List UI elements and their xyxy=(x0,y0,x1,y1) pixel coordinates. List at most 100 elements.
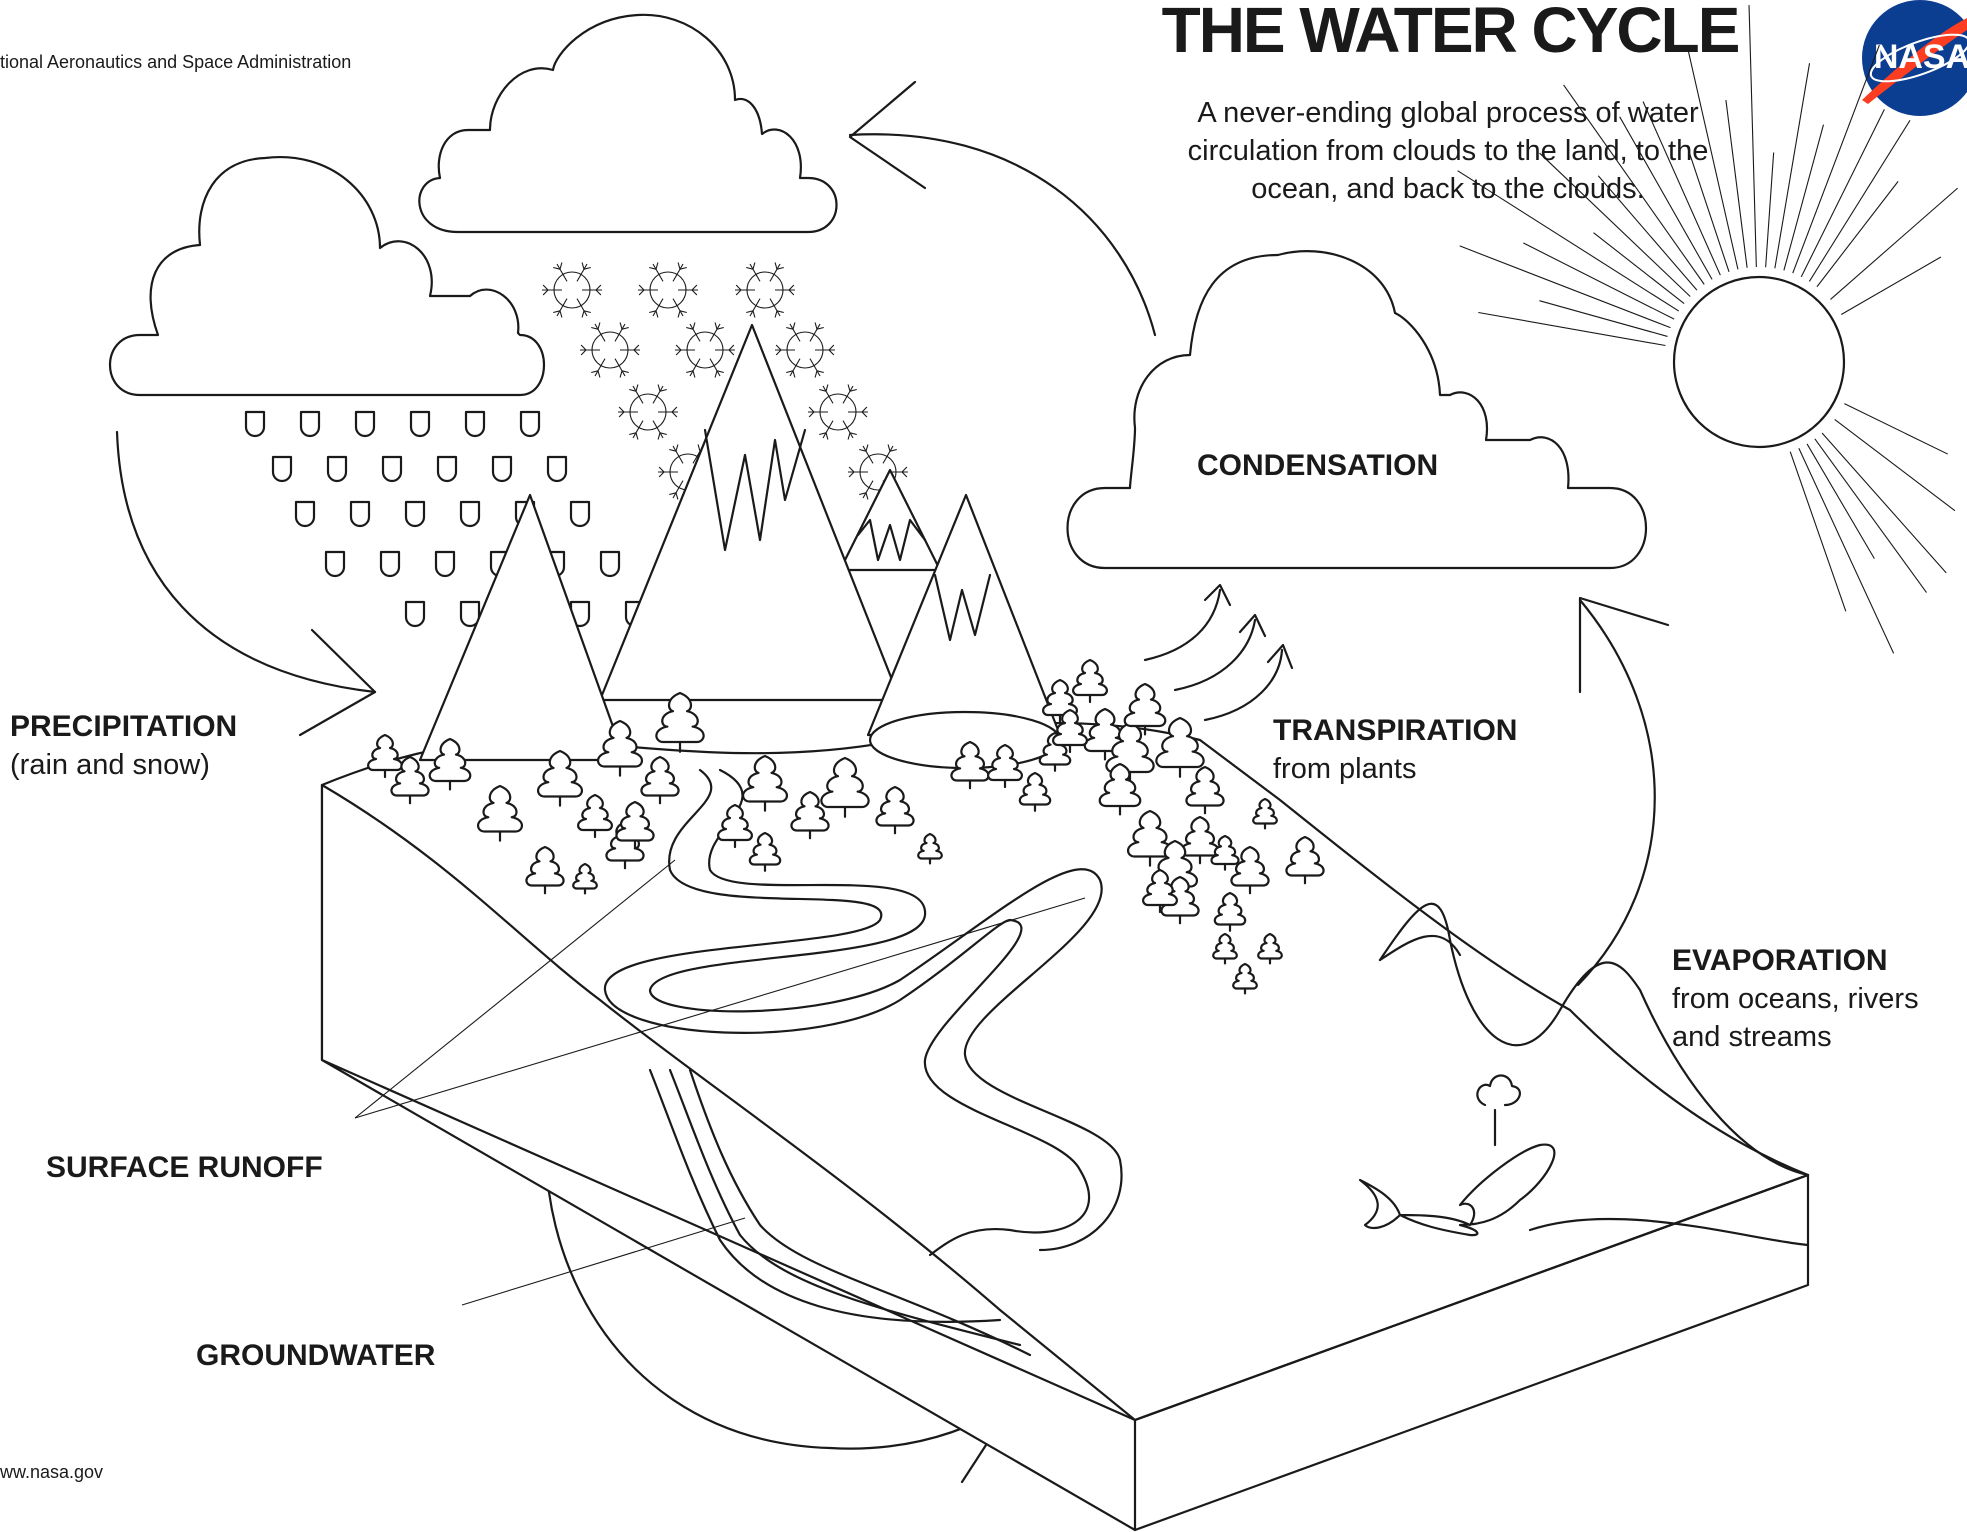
snowflake-branch xyxy=(788,284,795,291)
tree xyxy=(917,832,943,865)
raindrop xyxy=(271,455,293,483)
snowflake-branch xyxy=(657,384,661,392)
sun-ray xyxy=(1814,438,1927,593)
tree xyxy=(1098,762,1142,816)
snowflake-arm xyxy=(672,480,684,499)
snowflake-branch xyxy=(735,284,742,291)
tree xyxy=(596,719,644,777)
snowflake-branch xyxy=(776,266,784,270)
sun-ray xyxy=(1806,443,1875,559)
arc-right-arrow xyxy=(1576,598,1656,987)
snowflake-arm xyxy=(749,298,761,317)
raindrop xyxy=(409,410,431,438)
arc-left-arrow xyxy=(115,430,377,694)
snowflake-arm xyxy=(556,263,568,282)
snowflake-branch xyxy=(580,344,587,351)
sun-ray xyxy=(1800,109,1885,278)
sun-ray xyxy=(1457,170,1680,312)
label-precipitation-title: PRECIPITATION xyxy=(10,710,237,743)
sun-ray xyxy=(1686,145,1730,273)
snowflake-branch xyxy=(901,466,908,473)
tree xyxy=(655,691,705,753)
groundwater-stream-3 xyxy=(688,1068,1032,1357)
snowflake-branch xyxy=(559,262,563,270)
snowflake-branch xyxy=(746,266,754,270)
mountain-right-snow xyxy=(933,573,992,642)
snowflake-branch xyxy=(597,370,601,378)
snowflake-branch xyxy=(595,289,602,296)
arrowhead-left xyxy=(298,628,377,737)
snowflake-branch xyxy=(583,266,591,270)
nasa-logo-text: NASA xyxy=(1874,38,1967,76)
tree xyxy=(572,862,598,895)
snowflake-branch xyxy=(629,388,637,392)
tree xyxy=(640,755,680,805)
snowflake-branch xyxy=(775,344,782,351)
sun-ray xyxy=(1840,256,1942,315)
snowflake-branch xyxy=(581,262,585,270)
groundwater-stream-1 xyxy=(648,1068,1002,1323)
label-precipitation: PRECIPITATION (rain and snow) xyxy=(10,710,237,781)
snowflake-branch xyxy=(655,262,659,270)
tree-crown xyxy=(1072,658,1108,697)
whale-body xyxy=(1358,1143,1556,1237)
subtitle-line: A never-ending global process of water xyxy=(1197,97,1699,129)
snowflake-branch xyxy=(659,432,667,436)
snowflake-branch xyxy=(828,344,835,351)
snowflake-branch xyxy=(775,349,782,356)
snowflake-branch xyxy=(591,326,599,330)
raindrop xyxy=(519,410,541,438)
snowflake-branch xyxy=(887,444,891,452)
snowflake-branch xyxy=(714,370,718,378)
river xyxy=(603,768,1123,1357)
transpiration-arrow-2 xyxy=(1173,618,1257,692)
snowflake xyxy=(735,262,795,318)
snowflake-branch xyxy=(691,284,698,291)
snowflake-branch xyxy=(828,349,835,356)
snowflake-branch xyxy=(848,466,855,473)
snowflake-branch xyxy=(675,444,679,452)
trees xyxy=(367,658,1325,995)
tree xyxy=(1018,771,1052,812)
nasa-logo-swoosh xyxy=(1862,18,1967,104)
sun-ray xyxy=(1774,63,1811,269)
snowflake-branch xyxy=(788,289,795,296)
snowflake-branch xyxy=(816,326,824,330)
tree xyxy=(950,740,990,790)
snowflake-arm xyxy=(862,480,874,499)
tree xyxy=(1072,658,1108,704)
snowflake-branch xyxy=(814,370,818,378)
snowflake-arm xyxy=(672,445,684,464)
snowflake-branch xyxy=(671,411,678,418)
snowflake-branch xyxy=(597,322,601,330)
tree xyxy=(1155,716,1205,778)
tree xyxy=(790,790,830,840)
snowflake-branch xyxy=(752,262,756,270)
mountain-left xyxy=(418,493,627,762)
tree xyxy=(1230,845,1270,895)
snowflake-arm xyxy=(672,298,684,317)
landscape-block xyxy=(320,722,1810,1532)
sun-ray xyxy=(1539,300,1668,337)
tree xyxy=(1212,932,1238,965)
ocean-surface-line xyxy=(1133,1173,1810,1532)
sun-ray xyxy=(1459,245,1671,329)
sun xyxy=(1457,5,1958,654)
groundwater-stream-2 xyxy=(668,1068,1022,1347)
snowflake-branch xyxy=(847,384,851,392)
snowflake-branch xyxy=(559,310,563,318)
sun-ray xyxy=(1748,5,1757,268)
snowflake-arm xyxy=(576,298,588,317)
snowflake-arm xyxy=(652,263,664,282)
raindrop xyxy=(381,455,403,483)
snowflake-branch xyxy=(669,492,677,496)
sun-ray xyxy=(1808,120,1911,282)
label-evaporation: EVAPORATION from oceans, rivers and stre… xyxy=(1672,944,1919,1053)
tree xyxy=(525,845,565,895)
tree xyxy=(741,754,789,812)
tree xyxy=(1180,815,1220,865)
snowflake-branch xyxy=(657,432,661,440)
snowflake-branch xyxy=(658,471,665,478)
snowflake-branch xyxy=(776,310,784,314)
tree xyxy=(820,756,870,818)
